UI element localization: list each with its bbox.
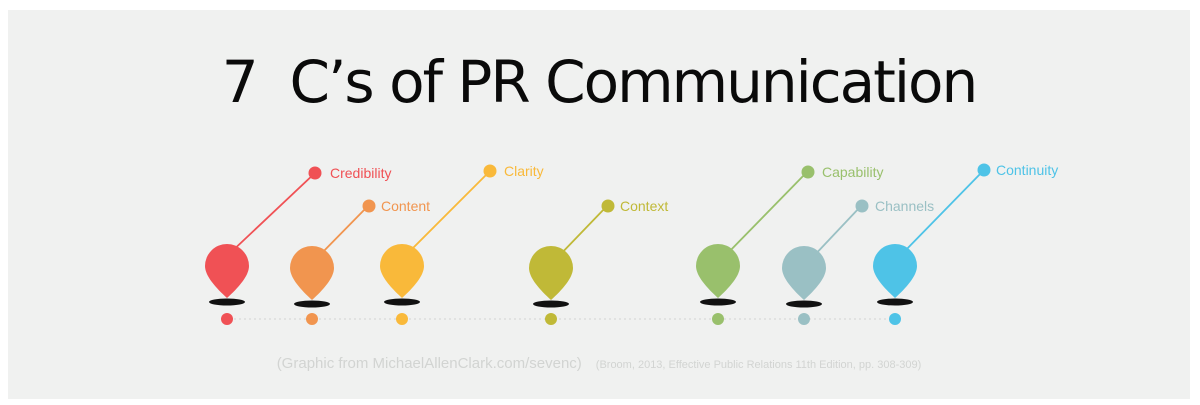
pin-label: Clarity (504, 163, 544, 179)
page-title: 7 C’s of PR Communication (221, 48, 979, 116)
pin-connector (403, 171, 490, 258)
graphic-panel: 7 C’s of PR Communication Credibility Co… (8, 10, 1190, 399)
pin-continuity: Continuity (873, 162, 1058, 325)
pin-label: Continuity (996, 162, 1058, 178)
timeline-dot (798, 313, 810, 325)
map-pin-icon (696, 244, 740, 298)
pin-shadow (700, 298, 736, 306)
pin-connector (227, 172, 316, 256)
pin-label: Capability (822, 164, 883, 180)
pin-connector (900, 170, 984, 256)
timeline-dot (396, 313, 408, 325)
caption-reference: (Broom, 2013, Effective Public Relations… (595, 359, 922, 371)
pin-shadow (294, 300, 330, 308)
label-dot (855, 199, 869, 213)
pin-shadow (786, 300, 822, 308)
label-dot (977, 163, 991, 177)
timeline-dot (712, 313, 724, 325)
pin-capability: Capability (696, 164, 883, 325)
label-dot (801, 165, 815, 179)
pin-connector (809, 205, 862, 261)
map-pin-icon (205, 244, 249, 298)
label-dot (601, 199, 615, 213)
pin-shadow (209, 298, 245, 306)
timeline-dot (306, 313, 318, 325)
seven-cs-diagram: Credibility Content Clarity (205, 162, 1058, 325)
source-caption: (Graphic from MichaelAllenClark.com/seve… (8, 355, 1190, 373)
label-dot (362, 199, 376, 213)
map-pin-icon (873, 244, 917, 298)
pin-content: Content (290, 198, 430, 325)
map-pin-icon (782, 246, 826, 300)
pin-context: Context (529, 198, 668, 325)
timeline-dot (545, 313, 557, 325)
timeline-dot (889, 313, 901, 325)
pin-channels: Channels (782, 198, 934, 325)
caption-source: (Graphic from MichaelAllenClark.com/seve… (276, 355, 582, 372)
map-pin-icon (529, 246, 573, 300)
pin-label: Credibility (330, 165, 391, 181)
map-pin-icon (290, 246, 334, 300)
timeline-dot (221, 313, 233, 325)
label-dot (308, 166, 322, 180)
pin-label: Content (381, 198, 430, 214)
pin-credibility: Credibility (205, 165, 391, 325)
pin-connector (722, 171, 808, 259)
pin-shadow (877, 298, 913, 306)
pin-shadow (384, 298, 420, 306)
pin-shadow (533, 300, 569, 308)
label-dot (483, 164, 497, 178)
map-pin-icon (380, 244, 424, 298)
pin-label: Channels (875, 198, 934, 214)
pin-clarity: Clarity (380, 163, 544, 325)
pin-label: Context (620, 198, 668, 214)
